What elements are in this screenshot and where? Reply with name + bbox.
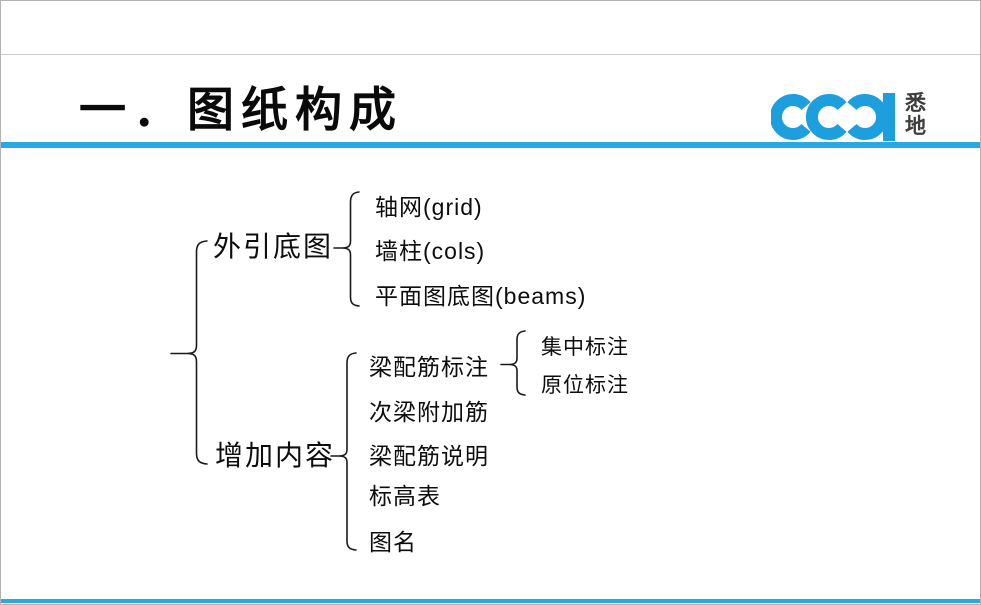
tree-node-concentrated-label: 集中标注 <box>541 336 629 359</box>
top-divider-line <box>1 54 980 55</box>
logo-letter-i <box>883 93 895 141</box>
tree-node-beam-rebar-label: 梁配筋标注 <box>369 354 489 380</box>
tree-node-insitu-label: 原位标注 <box>541 374 629 397</box>
logo-cn-char: 悉 <box>905 92 926 115</box>
tree-node-cols: 墙柱(cols) <box>375 238 486 264</box>
tree-node-elevation-table: 标高表 <box>369 483 441 509</box>
tree-node-group2: 增加内容 <box>215 440 336 471</box>
logo-letter-c1 <box>771 94 811 140</box>
brace-group1 <box>333 191 360 307</box>
brace-sub <box>500 330 526 396</box>
brace-root <box>170 240 208 465</box>
logo-letter-c2 <box>806 94 847 140</box>
ccdi-logo: 悉 地 <box>771 91 926 143</box>
tree-node-rebar-notes: 梁配筋说明 <box>369 443 489 469</box>
tree-node-beams: 平面图底图(beams) <box>375 283 587 309</box>
page-title: 一．图纸构成 <box>79 83 403 136</box>
bottom-accent-line <box>1 599 980 603</box>
logo-cn-char: 地 <box>905 115 926 138</box>
title-accent-line <box>1 142 980 148</box>
tree-node-secondary-beam: 次梁附加筋 <box>369 399 489 425</box>
logo-letter-d <box>847 94 888 140</box>
tree-node-group1: 外引底图 <box>213 231 334 262</box>
logo-cn-text: 悉 地 <box>905 92 926 138</box>
ccdi-logo-icon <box>771 93 895 141</box>
tree-node-drawing-name: 图名 <box>369 529 417 555</box>
tree-node-grid: 轴网(grid) <box>375 194 483 220</box>
